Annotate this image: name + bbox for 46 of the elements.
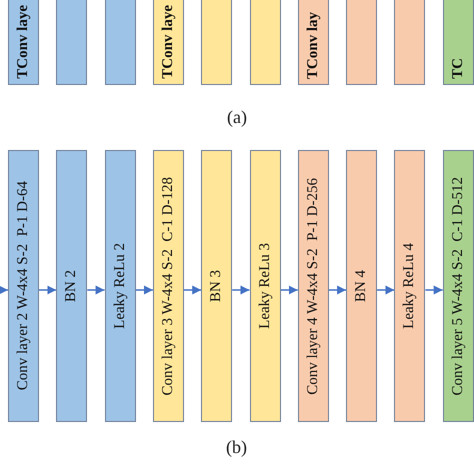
layer-box [56,150,88,422]
layer-label: Conv layer 5 W-4x4 S-2 C-1 D-512 [450,176,467,396]
layer-label: TC [450,58,467,79]
subfigure-label: (a) [227,107,247,128]
layer-box [56,0,88,85]
arrow [280,286,298,294]
layer-box [8,150,39,422]
layer-label: Leaky ReLu 2 [112,243,129,329]
layer-box [442,0,474,85]
layer-box [201,0,232,85]
layer-label: BN 4 [353,270,370,302]
arrow [184,286,202,294]
layer-label: BN 2 [63,270,80,302]
layer-box [394,150,426,422]
arrow [377,286,394,294]
subfigure-label: (b) [226,437,247,458]
layer-box [346,150,378,422]
arrow [425,286,443,294]
layer-box [298,150,329,422]
layer-box [394,0,426,85]
layer-box [442,150,474,422]
layer-box [298,0,329,85]
layer-box [152,150,184,422]
layer-label: TConv lay [304,12,322,79]
layer-box [8,0,39,85]
arrow [232,286,250,294]
arrow [39,286,56,294]
layer-box [152,0,184,85]
arrow [136,286,153,294]
layer-label: Leaky ReLu 3 [256,243,274,329]
layer-label: Conv layer 2 W-4x4 S-2 P-1 D-64 [15,181,32,391]
arrow [328,286,346,294]
arrow [87,286,105,294]
layer-box [201,150,232,422]
layer-label: Leaky ReLu 4 [401,243,418,329]
layer-label: Conv layer 3 W-4x4 S-2 C-1 D-128 [160,176,177,396]
layer-box [250,150,280,422]
layer-label: TConv laye [160,5,177,79]
layer-box [104,150,136,422]
arrow [0,286,8,294]
layer-label: BN 3 [208,270,226,302]
layer-box [346,0,378,85]
layer-box [250,0,280,85]
layer-label: TConv laye [15,5,32,79]
layer-label: Conv layer 4 W-4x4 S-2 P-1 D-256 [304,178,322,394]
layer-box [104,0,136,85]
